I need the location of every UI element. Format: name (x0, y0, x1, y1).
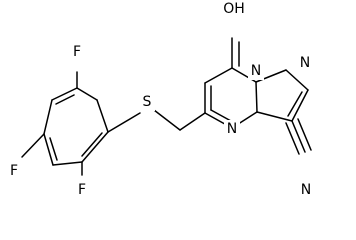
bond (76, 87, 98, 101)
pyrazole-nitrogen: N (297, 54, 313, 72)
f-bottom-label: F (78, 182, 86, 198)
atom-labels: OH N N N N S F F (7, 0, 314, 199)
bond (49, 137, 58, 161)
bond (179, 112, 206, 131)
bond (291, 89, 309, 122)
bond (210, 109, 232, 122)
fluorine-bottom: F (75, 181, 89, 199)
f-top-label: F (73, 44, 81, 60)
bond (21, 133, 45, 158)
fluorine-left: F (7, 162, 21, 180)
n-pyrazole-label: N (300, 55, 310, 71)
bond (256, 111, 293, 122)
bond (52, 161, 83, 166)
bond (96, 99, 109, 133)
bonds (21, 37, 312, 176)
molecular-structure: OH N N N N S F F (7, 0, 314, 199)
bond (285, 122, 300, 155)
fluorine-top: F (70, 43, 84, 61)
bond (287, 91, 303, 117)
bond (81, 131, 109, 163)
bond (81, 132, 103, 157)
bond (55, 94, 75, 105)
bond (43, 99, 53, 135)
bond (43, 133, 54, 166)
s-label: S (143, 94, 152, 110)
bond (255, 81, 258, 113)
n-nitrile-label: N (301, 182, 311, 198)
bond (204, 67, 233, 84)
bond (297, 118, 312, 151)
hydroxyl-group: OH (221, 0, 247, 18)
sulfur-atom: S (139, 93, 155, 111)
bridgehead-nitrogen: N (248, 62, 264, 80)
bond (285, 69, 309, 91)
n-bridge-label: N (251, 63, 261, 79)
bond (291, 120, 306, 153)
n-pyrimidine-label: N (227, 121, 237, 137)
oh-label: OH (223, 1, 245, 17)
bond (153, 109, 181, 131)
bond (107, 112, 141, 133)
bond (51, 87, 78, 101)
pyrimidine-nitrogen: N (224, 120, 240, 138)
f-left-label: F (10, 163, 18, 179)
nitrile-nitrogen: N (298, 181, 314, 199)
